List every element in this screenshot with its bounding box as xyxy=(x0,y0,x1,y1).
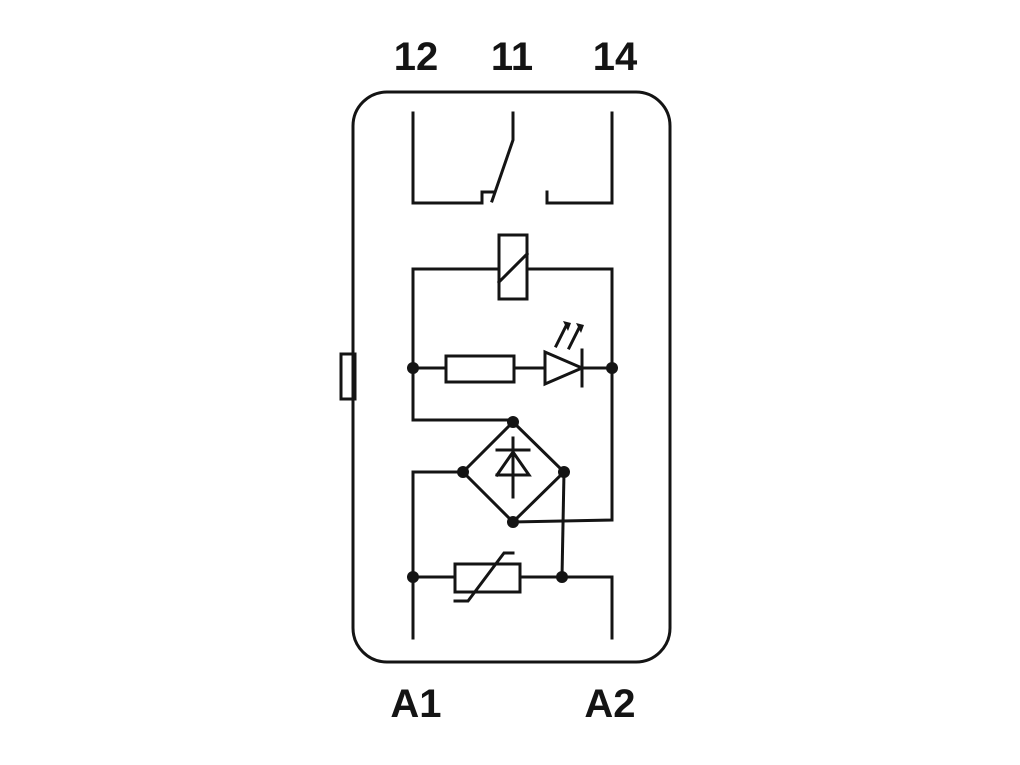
junction-dot xyxy=(507,416,519,428)
relay-coil xyxy=(411,233,614,370)
led-diode-symbol xyxy=(543,349,586,387)
junction-dot xyxy=(507,516,519,528)
junction-dot xyxy=(407,571,419,583)
series-resistor xyxy=(444,354,516,384)
terminal-label-14: 14 xyxy=(593,35,638,79)
coil-left-lead xyxy=(411,267,501,370)
junction-dot xyxy=(606,362,618,374)
contact-12-stop xyxy=(480,190,496,205)
junction-dot xyxy=(558,466,570,478)
rectifier-minus-wire xyxy=(511,366,614,524)
terminal-label-a2: A2 xyxy=(584,682,635,726)
coil-right-lead xyxy=(525,267,614,370)
terminal-label-11: 11 xyxy=(491,35,533,79)
changeover-contact xyxy=(411,111,614,205)
varistor-slant-line xyxy=(453,551,515,603)
relay-housing-outline xyxy=(351,90,672,664)
terminal-label-12: 12 xyxy=(394,35,439,79)
varistor-symbol xyxy=(453,562,522,594)
junction-dots xyxy=(407,362,618,583)
terminal-label-a1: A1 xyxy=(390,682,441,726)
contact-14-lead xyxy=(545,111,614,205)
contact-12-lead xyxy=(411,111,484,205)
junction-dot xyxy=(556,571,568,583)
contact-11-common-arm xyxy=(490,111,515,203)
coil-diagonal-stroke xyxy=(496,251,530,285)
rectifier-plus-wire xyxy=(411,366,515,422)
led-indicator-branch xyxy=(411,321,614,388)
led-light-arrows-icon xyxy=(553,321,584,351)
rectifier-diode-icon xyxy=(494,436,532,499)
varistor-lead-right-to-a2 xyxy=(518,575,614,640)
rectifier-ac-right-wire xyxy=(560,470,566,579)
varistor xyxy=(411,551,614,640)
bridge-rectifier xyxy=(411,366,614,579)
junction-dot xyxy=(457,466,469,478)
rectifier-ac-left-wire xyxy=(411,470,465,579)
junction-dot xyxy=(407,362,419,374)
